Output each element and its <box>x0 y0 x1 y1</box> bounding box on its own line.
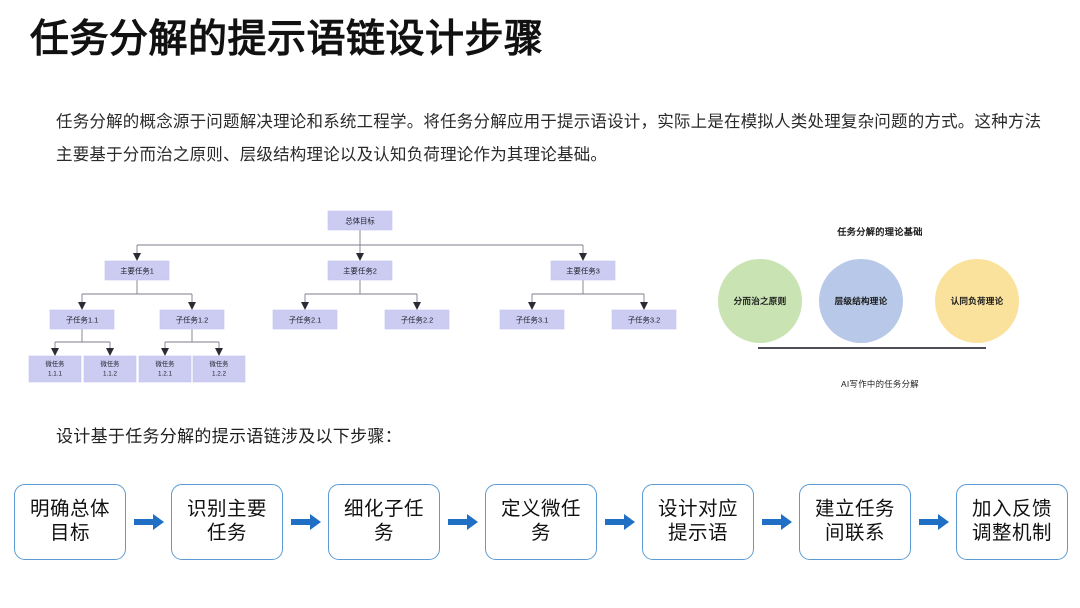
tree-node-sub-2-2: 子任务2.2 <box>384 309 450 330</box>
step-arrow-icon-4 <box>604 511 635 533</box>
tree-node-sub-3-2-label: 子任务3.2 <box>628 315 660 324</box>
step-box-3-line1: 细化子任 <box>343 498 424 521</box>
tree-node-sub-2-2-label: 子任务2.2 <box>401 315 433 324</box>
theory-circle-hierarchical-structure: 层级结构理论 <box>819 259 903 343</box>
step-box-2-line2: 任务 <box>206 522 247 544</box>
tree-node-micro-1-2-1-label-line1: 微任务 <box>156 359 176 368</box>
tree-node-sub-2-1-label: 子任务2.1 <box>289 315 321 324</box>
tree-arrowheads <box>51 253 648 356</box>
theory-circle-cognitive-load: 认同负荷理论 <box>935 259 1019 343</box>
tree-node-sub-1-1-label: 子任务1.1 <box>66 315 98 324</box>
tree-node-micro-1-2-1-label-line2: 1.2.1 <box>158 371 173 378</box>
theory-circle-label: 层级结构理论 <box>834 296 888 306</box>
task-decomposition-tree: 总体目标 主要任务1 主要任务2 主要任务3 子任务1.1 子任务1.2 子任务… <box>0 198 700 398</box>
step-box-7-line2: 调整机制 <box>971 522 1052 544</box>
theory-circle-label: 认同负荷理论 <box>950 296 1004 306</box>
tree-node-micro-1-1-1-label-line2: 1.1.1 <box>48 371 63 378</box>
tree-node-micro-1-2-2-label-line1: 微任务 <box>210 359 230 368</box>
tree-node-sub-3-1-label: 子任务3.1 <box>516 315 548 324</box>
step-box-6-line1: 建立任务 <box>814 498 895 521</box>
step-box-6-line2: 间联系 <box>824 522 885 544</box>
step-box-7[interactable]: 加入反馈 调整机制 <box>956 484 1068 560</box>
tree-node-main-3: 主要任务3 <box>550 260 616 281</box>
step-box-5-line2: 提示语 <box>667 522 728 544</box>
step-box-6[interactable]: 建立任务 间联系 <box>799 484 911 560</box>
tree-node-sub-3-1: 子任务3.1 <box>499 309 565 330</box>
step-box-5-line1: 设计对应 <box>657 498 738 521</box>
tree-node-sub-1-2-label: 子任务1.2 <box>176 315 208 324</box>
step-arrow-icon-5 <box>761 511 792 533</box>
step-arrow-icon-3 <box>447 511 478 533</box>
step-box-3-line2: 务 <box>373 522 394 544</box>
steps-intro-text: 设计基于任务分解的提示语链涉及以下步骤： <box>56 427 402 446</box>
step-box-3[interactable]: 细化子任 务 <box>328 484 440 560</box>
tree-node-main-1: 主要任务1 <box>104 260 170 281</box>
step-arrow-icon-6 <box>918 511 949 533</box>
tree-node-main-2-label: 主要任务2 <box>343 266 377 275</box>
tree-node-root-label: 总体目标 <box>345 216 375 225</box>
step-box-1-line1: 明确总体 <box>29 498 110 521</box>
step-box-4-line2: 务 <box>530 522 551 544</box>
tree-node-micro-1-1-2-label-line1: 微任务 <box>101 359 121 368</box>
step-box-1[interactable]: 明确总体 目标 <box>14 484 126 560</box>
intro-paragraph: 任务分解的概念源于问题解决理论和系统工程学。将任务分解应用于提示语设计，实际上是… <box>56 113 1042 164</box>
step-arrow-icon-2 <box>290 511 321 533</box>
theory-basis-title: 任务分解的理论基础 <box>837 227 923 237</box>
tree-node-micro-1-2-1: 微任务 1.2.1 <box>138 355 192 383</box>
tree-links <box>54 230 645 350</box>
tree-node-main-3-label: 主要任务3 <box>566 266 600 275</box>
step-box-2-line1: 识别主要 <box>186 498 267 521</box>
theory-circle-label: 分而治之原则 <box>733 296 787 306</box>
step-box-4[interactable]: 定义微任 务 <box>485 484 597 560</box>
theory-basis-diagram: 任务分解的理论基础 分而治之原则 层级结构理论 认同负荷理论 AI写作中的任务分… <box>700 218 1060 403</box>
steps-flow-chart: 明确总体 目标 识别主要 任务 细化子任 务 定义微任 务 设计对应 <box>14 480 1068 564</box>
tree-node-main-2: 主要任务2 <box>327 260 393 281</box>
tree-node-micro-1-1-1: 微任务 1.1.1 <box>28 355 82 383</box>
theory-circle-divide-and-conquer: 分而治之原则 <box>718 259 802 343</box>
step-box-7-line1: 加入反馈 <box>971 498 1052 521</box>
step-box-4-line1: 定义微任 <box>500 498 581 521</box>
tree-node-sub-1-1: 子任务1.1 <box>49 309 115 330</box>
tree-node-sub-2-1: 子任务2.1 <box>272 309 338 330</box>
step-box-5[interactable]: 设计对应 提示语 <box>642 484 754 560</box>
tree-node-micro-1-1-2: 微任务 1.1.2 <box>83 355 137 383</box>
theory-baseline-divider <box>758 347 986 349</box>
step-box-2[interactable]: 识别主要 任务 <box>171 484 283 560</box>
tree-node-micro-1-1-2-label-line2: 1.1.2 <box>103 371 118 378</box>
page-title: 任务分解的提示语链设计步骤 <box>30 18 544 61</box>
tree-node-micro-1-1-1-label-line1: 微任务 <box>46 359 66 368</box>
tree-node-main-1-label: 主要任务1 <box>120 266 154 275</box>
tree-node-sub-1-2: 子任务1.2 <box>159 309 225 330</box>
tree-node-micro-1-2-2-label-line2: 1.2.2 <box>212 371 227 378</box>
theory-basis-caption: AI写作中的任务分解 <box>841 379 919 389</box>
tree-node-root: 总体目标 <box>327 210 393 231</box>
step-arrow-icon-1 <box>133 511 164 533</box>
tree-node-sub-3-2: 子任务3.2 <box>611 309 677 330</box>
tree-node-micro-1-2-2: 微任务 1.2.2 <box>192 355 246 383</box>
step-box-1-line2: 目标 <box>49 522 90 544</box>
